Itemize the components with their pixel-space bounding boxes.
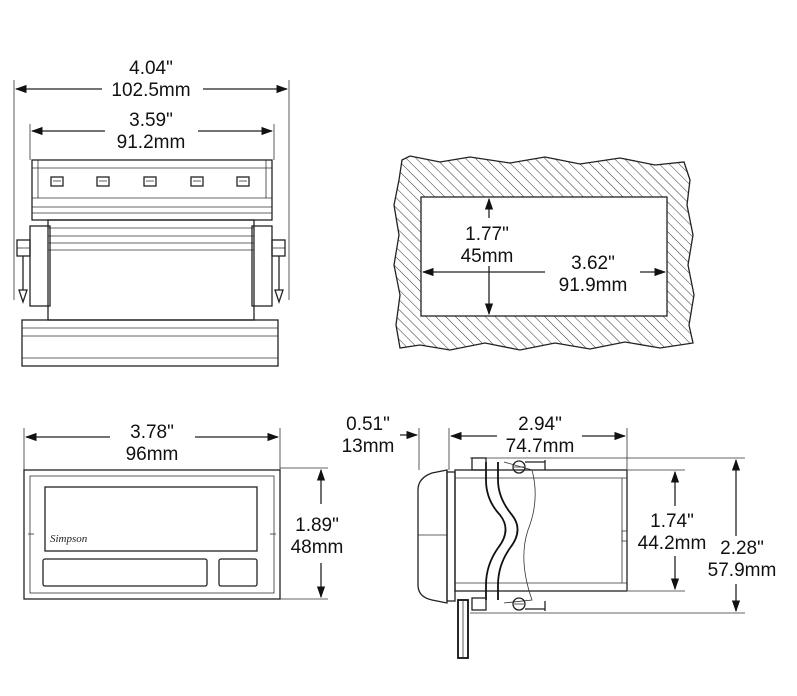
- front-width-mm: 96mm: [126, 444, 179, 465]
- front-bezel: [23, 469, 281, 600]
- terminal-screws: [50, 176, 250, 187]
- side-housing: [454, 469, 628, 592]
- front-keypad-right: [218, 558, 258, 587]
- mounting-clip-left: [16, 225, 51, 307]
- cutout-height-inch: 1.77": [465, 224, 509, 245]
- depth-mm: 74.7mm: [506, 436, 575, 457]
- side-mounting-clip: [471, 457, 546, 611]
- side-view: 0.51" 13mm 2.94" 74.7mm 1.74" 44.2mm 2.2…: [342, 414, 777, 659]
- bezel-depth-mm: 13mm: [342, 436, 395, 457]
- overall-width-mm: 102.5mm: [111, 80, 190, 101]
- overall-width-inch: 4.04": [129, 58, 173, 79]
- inner-width-mm: 91.2mm: [117, 132, 186, 153]
- display-window: [44, 486, 258, 552]
- panel-cutout-view: 1.77" 45mm 3.62" 91.9mm: [393, 155, 695, 351]
- body-height-mm: 44.2mm: [638, 533, 707, 554]
- brand-logo: Simpson: [50, 533, 88, 545]
- front-view: 3.78" 96mm 1.89" 48mm Simpson: [23, 422, 344, 600]
- overall-height-mm: 57.9mm: [708, 560, 777, 581]
- bezel-top-view: [21, 319, 279, 367]
- front-height-mm: 48mm: [291, 537, 344, 558]
- front-width-inch: 3.78": [130, 422, 174, 443]
- cutout-height-mm: 45mm: [461, 246, 514, 267]
- overall-height-inch: 2.28": [720, 538, 764, 559]
- bezel-depth-inch: 0.51": [346, 414, 390, 435]
- cutout-width-mm: 91.9mm: [559, 275, 628, 296]
- side-bezel: [417, 469, 448, 604]
- mounting-clip-right: [251, 225, 286, 307]
- cutout-opening: [420, 196, 668, 317]
- body-height-inch: 1.74": [650, 511, 694, 532]
- front-keypad-left: [42, 558, 208, 587]
- cutout-width-inch: 3.62": [571, 253, 615, 274]
- front-height-inch: 1.89": [295, 515, 339, 536]
- inner-width-inch: 3.59": [129, 110, 173, 131]
- depth-inch: 2.94": [518, 414, 562, 435]
- top-view: 4.04" 102.5mm 3.59" 91.2mm: [13, 58, 290, 367]
